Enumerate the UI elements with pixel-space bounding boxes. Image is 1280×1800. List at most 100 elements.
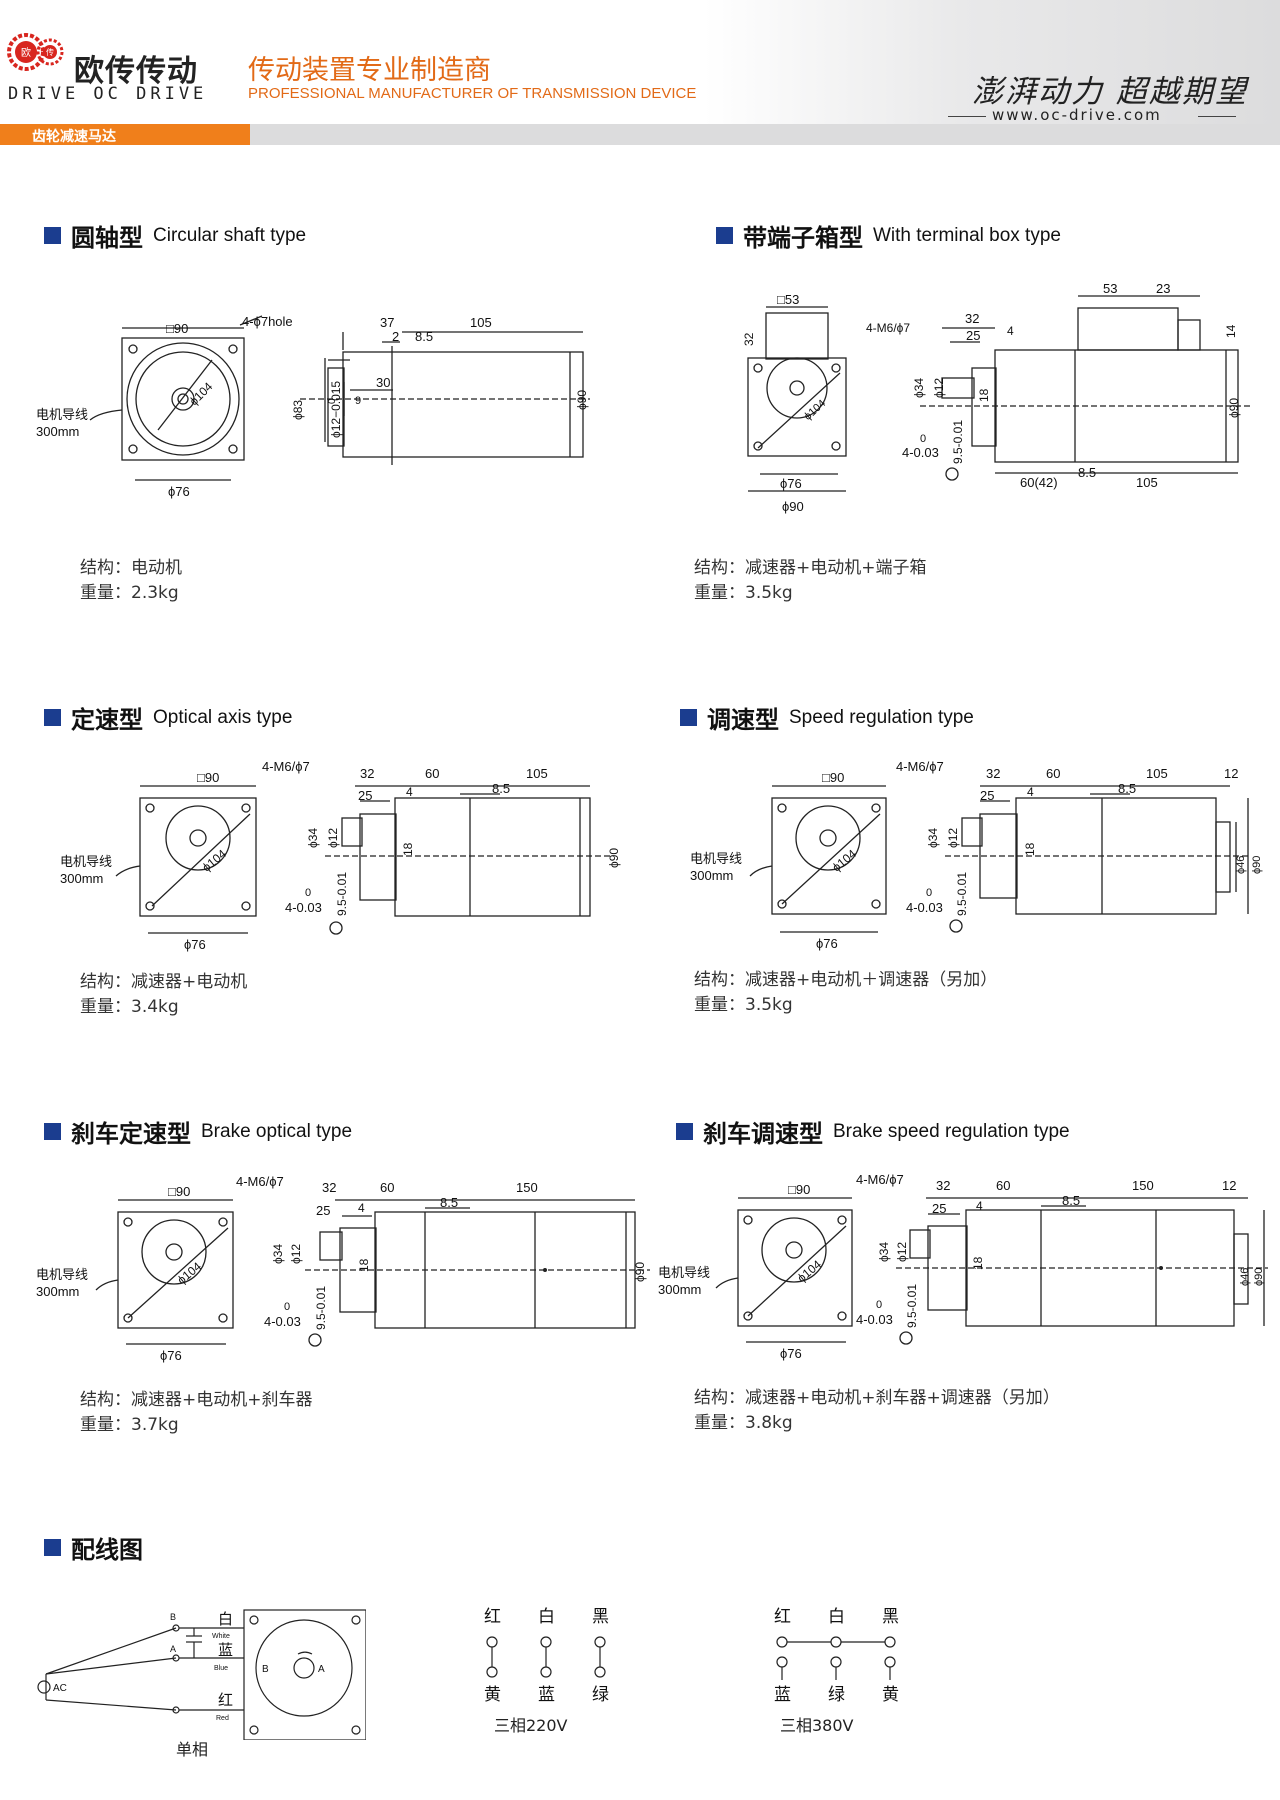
dim-label: □90 bbox=[197, 770, 219, 785]
dim-label: 4-M6/ϕ7 bbox=[262, 759, 310, 774]
wire-color-label: 绿 bbox=[592, 1685, 609, 1705]
dim-label: ϕ90 bbox=[633, 1262, 647, 1282]
dim-label: ϕ90 bbox=[1253, 1268, 1265, 1286]
dim-label: 25 bbox=[358, 788, 372, 803]
wire-color-en: White bbox=[212, 1633, 230, 1640]
dim-label: 8.5 bbox=[1118, 781, 1136, 796]
website-url: www.oc-drive.com bbox=[992, 106, 1162, 124]
wire-color-label: 黄 bbox=[882, 1685, 899, 1705]
wiring-caption-380: 三相380V bbox=[780, 1716, 854, 1735]
dim-label: 150 bbox=[516, 1180, 538, 1195]
dim-label: 4 bbox=[358, 1201, 365, 1215]
lead-label: 电机导线 bbox=[60, 855, 112, 870]
title-square-icon bbox=[44, 1123, 61, 1140]
lead-label: 电机导线 bbox=[36, 408, 88, 423]
title-cn: 刹车定速型 bbox=[71, 1120, 191, 1148]
spec-brake-speed: 结构：减速器+电动机+刹车器+调速器（另加） 重量：3.8kg bbox=[694, 1386, 1060, 1436]
brake-marker-dot bbox=[543, 1268, 547, 1272]
wire-color-label: 红 bbox=[774, 1607, 791, 1627]
lead-label: 电机导线 bbox=[658, 1266, 710, 1281]
drawing-brake-speed: □90 4-M6/ϕ7 ϕ104 ϕ76 电机导线 300mm 32 60 15… bbox=[658, 1172, 1268, 1361]
dim-label: 32 bbox=[742, 332, 756, 346]
structure-text: 结构：减速器+电动机+刹车器 bbox=[80, 1390, 313, 1410]
dim-label: 4 bbox=[1007, 324, 1014, 338]
header-gray-band bbox=[250, 124, 1280, 145]
section-title-wiring: 配线图 bbox=[44, 1530, 153, 1565]
dim-label: ϕ34 bbox=[877, 1242, 891, 1262]
wire-color-label: 白 bbox=[538, 1607, 555, 1627]
dim-label: ϕ46 bbox=[1235, 856, 1247, 874]
title-cn: 配线图 bbox=[71, 1536, 143, 1564]
wire-color-en: Blue bbox=[214, 1665, 228, 1672]
section-title-terminal-box: 带端子箱型 With terminal box type bbox=[716, 218, 1061, 253]
wire-color-label: 红 bbox=[218, 1691, 233, 1709]
dim-label: 9.5-0.01 bbox=[955, 872, 969, 916]
dim-label: 105 bbox=[1136, 475, 1158, 490]
dim-label: 0 bbox=[920, 433, 926, 445]
dim-label: 4 bbox=[976, 1199, 983, 1213]
dim-label: 4-M6/ϕ7 bbox=[856, 1172, 904, 1187]
dim-label: 8.5 bbox=[440, 1195, 458, 1210]
dim-label: 18 bbox=[971, 1256, 985, 1270]
dim-label: 4-0.03 bbox=[285, 900, 322, 915]
wire-color-label: 绿 bbox=[828, 1685, 845, 1705]
wiring-single-phase: AC B A 白 White 蓝 Blue 红 Red B A bbox=[37, 1609, 366, 1740]
dim-label: 2 bbox=[392, 329, 399, 344]
dim-label: ϕ104 bbox=[829, 846, 859, 874]
dim-label: 8.5 bbox=[415, 329, 433, 344]
title-en: Circular shaft type bbox=[153, 224, 307, 246]
dim-label: 0 bbox=[305, 887, 311, 899]
dim-label: ϕ76 bbox=[816, 936, 838, 951]
dim-label: 37 bbox=[380, 315, 394, 330]
logo-char-1: 欧 bbox=[21, 47, 31, 59]
dim-label: 150 bbox=[1132, 1178, 1154, 1193]
header-background bbox=[0, 0, 1280, 145]
title-cn: 定速型 bbox=[71, 706, 143, 734]
dim-label: 4 bbox=[406, 785, 413, 799]
dim-label: 8.5 bbox=[1078, 465, 1096, 480]
dim-label: 18 bbox=[401, 842, 415, 856]
ac-label: AC bbox=[53, 1683, 67, 1694]
dim-label: 4-0.03 bbox=[264, 1314, 301, 1329]
brand-name-en: DRIVE OC DRIVE bbox=[8, 84, 208, 104]
weight-text: 重量：3.8kg bbox=[694, 1413, 793, 1433]
slogan: 澎湃动力 超越期望 bbox=[972, 74, 1248, 110]
dim-label: ϕ12 bbox=[932, 378, 946, 398]
dim-label: ϕ12−0.015 bbox=[329, 381, 343, 438]
dim-label: 9 bbox=[355, 395, 361, 407]
lead-label: 300mm bbox=[36, 424, 79, 439]
wire-color-label: 黄 bbox=[484, 1685, 501, 1705]
dim-label: 9.5-0.01 bbox=[335, 872, 349, 916]
dim-label: ϕ76 bbox=[780, 1346, 802, 1361]
dim-label: 8.5 bbox=[1062, 1193, 1080, 1208]
section-title-brake-speed: 刹车调速型 Brake speed regulation type bbox=[676, 1114, 1070, 1149]
wire-color-label: 黑 bbox=[592, 1607, 609, 1627]
dim-label: 12 bbox=[1222, 1178, 1236, 1193]
lead-label: 300mm bbox=[36, 1284, 79, 1299]
structure-text: 结构：电动机 bbox=[80, 558, 182, 578]
logo-char-2: 传 bbox=[46, 47, 54, 57]
dim-label: ϕ12 bbox=[946, 828, 960, 848]
title-en: Optical axis type bbox=[153, 706, 293, 728]
dim-label: ϕ90 bbox=[782, 499, 804, 514]
wire-color-label: 蓝 bbox=[538, 1685, 555, 1705]
category-label: 齿轮减速马达 bbox=[32, 129, 116, 145]
spec-speed-regulation: 结构：减速器+电动机＋调速器（另加） 重量：3.5kg bbox=[694, 968, 997, 1018]
structure-text: 结构：减速器+电动机+端子箱 bbox=[694, 558, 927, 578]
lead-label: 300mm bbox=[690, 868, 733, 883]
drawing-brake-optical: □90 4-M6/ϕ7 ϕ104 ϕ76 电机导线 300mm 32 60 15… bbox=[36, 1174, 650, 1363]
wire-color-label: 蓝 bbox=[774, 1685, 791, 1705]
dim-label: ϕ104 bbox=[187, 379, 216, 408]
dim-label: 105 bbox=[1146, 766, 1168, 781]
lead-label: 电机导线 bbox=[36, 1268, 88, 1283]
dim-label: 4-ϕ7hole bbox=[242, 314, 293, 329]
dim-label: 25 bbox=[932, 1201, 946, 1216]
structure-text: 结构：减速器+电动机＋调速器（另加） bbox=[694, 970, 998, 990]
dim-label: 60 bbox=[1046, 766, 1060, 781]
dim-label: □90 bbox=[788, 1182, 810, 1197]
title-square-icon bbox=[716, 227, 733, 244]
dim-label: ϕ76 bbox=[168, 484, 190, 499]
terminal-label: B bbox=[170, 1612, 176, 1622]
drawing-speed-regulation: □90 4-M6/ϕ7 ϕ104 ϕ76 电机导线 300mm 32 60 10… bbox=[690, 759, 1263, 951]
weight-text: 重量：3.5kg bbox=[694, 583, 793, 603]
